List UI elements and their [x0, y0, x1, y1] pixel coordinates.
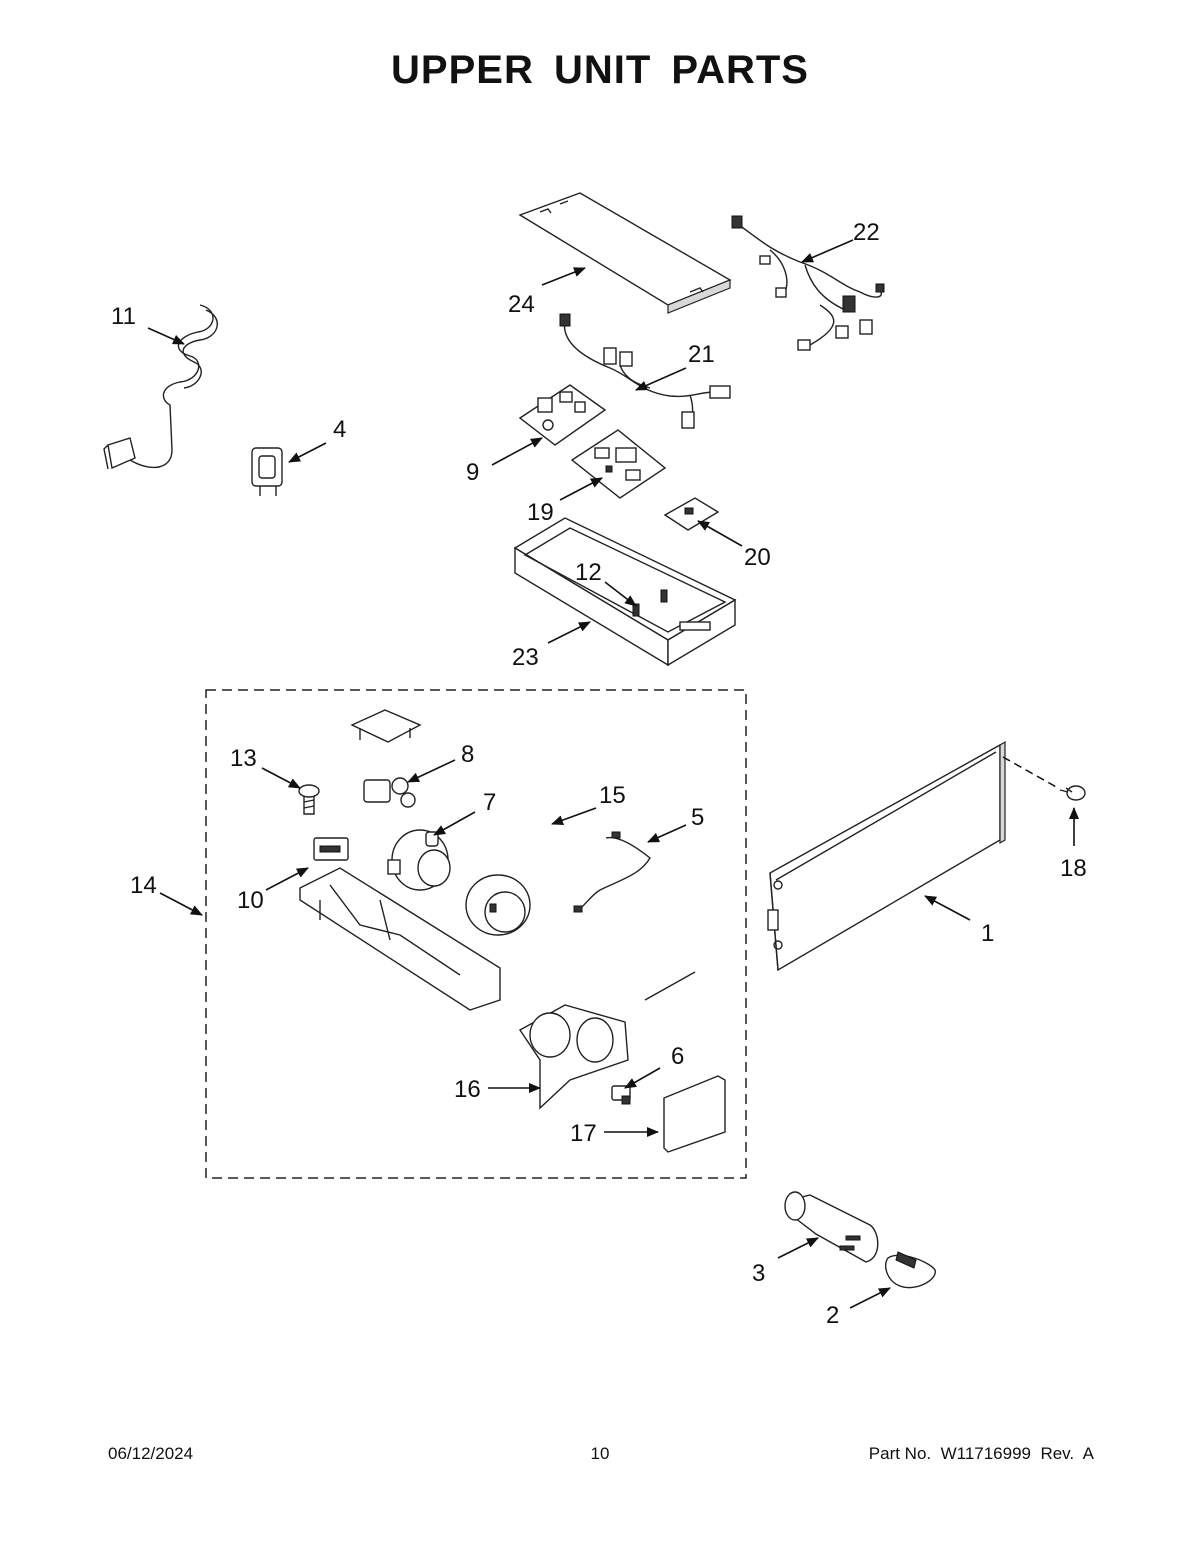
callout-5: 5 [691, 804, 704, 831]
callout-15: 15 [599, 782, 626, 809]
part-6-micro-switch [611, 1085, 631, 1105]
part-13-screw [298, 784, 320, 815]
callout-1: 1 [981, 920, 994, 947]
callout-17: 17 [570, 1120, 597, 1147]
callout-4: 4 [333, 416, 346, 443]
part-20-sensor-board [663, 497, 720, 531]
callout-2: 2 [826, 1302, 839, 1329]
part-19-main-board [570, 429, 667, 499]
callout-7: 7 [483, 789, 496, 816]
part-rod [644, 971, 696, 1001]
footer-date: 06/12/2024 [108, 1444, 194, 1463]
callout-21: 21 [688, 341, 715, 368]
callout-16: 16 [454, 1076, 481, 1103]
part-9-control-board [518, 384, 607, 446]
page-title: UPPER UNIT PARTS [391, 48, 809, 92]
part-16-chute [518, 1004, 629, 1110]
part-23-housing-tray [513, 517, 737, 667]
part-18-screw [1059, 785, 1086, 801]
callout-22: 22 [853, 219, 880, 246]
callout-11: 11 [111, 303, 136, 330]
part-8-valve [363, 777, 416, 808]
callout-20: 20 [744, 544, 771, 571]
part-auger-ring [465, 874, 531, 936]
part-cover-flap [350, 709, 422, 743]
part-5-sensor-wire [573, 831, 651, 913]
part-15-tube [511, 818, 564, 859]
callout-6: 6 [671, 1043, 684, 1070]
callout-14: 14 [130, 872, 157, 899]
callout-13: 13 [230, 745, 257, 772]
callout-19: 19 [527, 499, 554, 526]
part-4-clip [251, 447, 283, 496]
callout-12: 12 [575, 559, 602, 586]
part-11-power-cord [103, 304, 218, 470]
assembly-14-dashed-boundary [205, 689, 747, 1179]
callout-9: 9 [466, 459, 479, 486]
part-3-water-filter [784, 1191, 879, 1263]
part-2-filter-cap [884, 1251, 936, 1289]
part-17-cover-plate [663, 1075, 726, 1153]
part-dispenser-housing [299, 867, 501, 1011]
part-10-switch [313, 837, 349, 861]
callout-3: 3 [752, 1260, 765, 1287]
callout-24: 24 [508, 291, 535, 318]
callout-8: 8 [461, 741, 474, 768]
footer-page-number: 10 [590, 1444, 610, 1463]
callout-10: 10 [237, 887, 264, 914]
callout-labels: 1 2 3 4 5 6 7 8 9 10 11 12 13 14 15 16 1… [111, 219, 1087, 1329]
part-7-pump [387, 829, 451, 891]
part-24-cover-panel [518, 192, 732, 314]
callout-18: 18 [1060, 855, 1087, 882]
footer-part-number: Part No. W11716999 Rev. A [868, 1444, 1094, 1463]
part-22-wire-harness [731, 215, 885, 351]
part-1-front-panel [767, 740, 1006, 972]
leader-lines [147, 239, 1079, 1309]
callout-23: 23 [512, 644, 539, 671]
